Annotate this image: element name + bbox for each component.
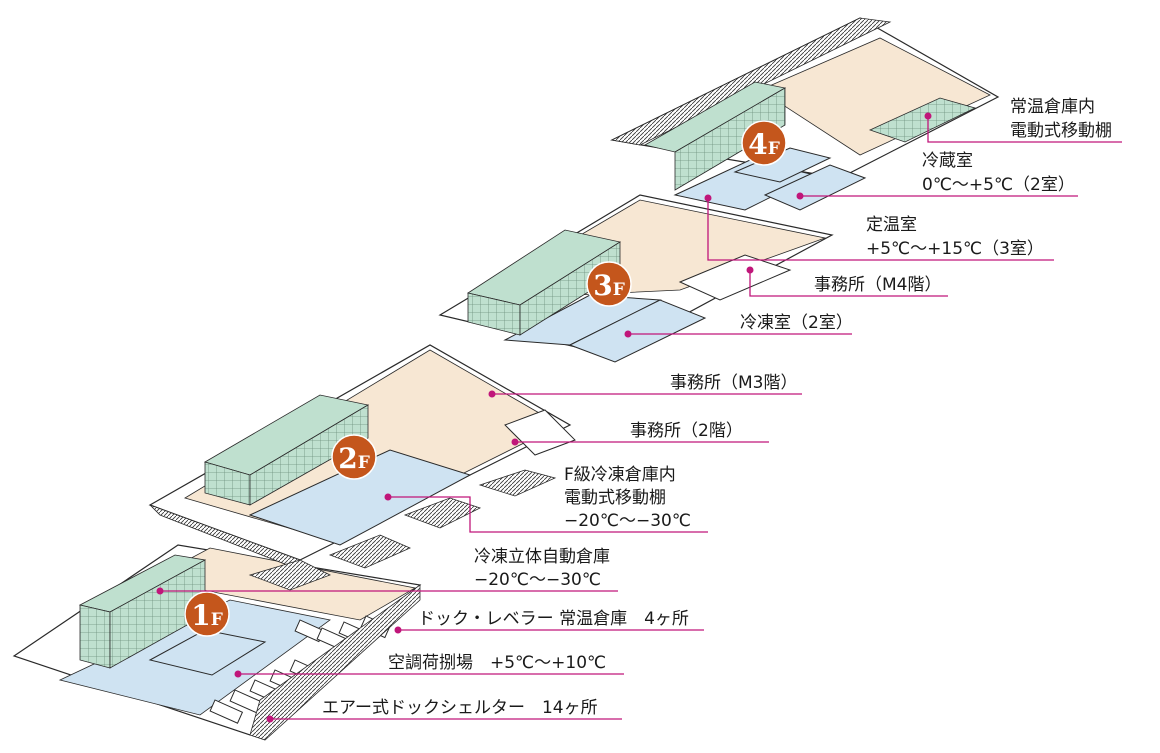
callout-const-temp-line2: +5℃〜+15℃（3室）	[866, 239, 1044, 259]
floor-4f-beige-area	[759, 37, 991, 156]
leader-dot-racks-4f	[924, 112, 932, 120]
floor-1f-rack-front	[79, 604, 111, 669]
callout-dock-shelter: エアー式ドックシェルター 14ヶ所	[322, 698, 598, 718]
leader-dot-dock-leveler	[394, 626, 402, 634]
leader-dot-f-class-racks	[384, 493, 392, 501]
callout-office-m3: 事務所（M3階）	[670, 373, 797, 393]
callout-fridge-line2: 0℃〜+5℃（2室）	[922, 175, 1075, 195]
leader-f-class-racks	[388, 496, 708, 533]
callout-const-temp-line1: 定温室	[866, 215, 917, 235]
callout-handling: 空調荷捌場 +5℃〜+10℃	[388, 653, 606, 673]
floor-1f	[12, 544, 422, 741]
floor-3f	[438, 194, 834, 363]
leader-lines	[160, 116, 1122, 720]
floor-3f-office	[678, 254, 792, 301]
leader-office-m4	[749, 270, 948, 297]
floor-4f	[610, 17, 1000, 211]
floor-badge-2f: 2F	[331, 434, 377, 480]
leader-dots	[156, 112, 932, 723]
svg-text:1F: 1F	[191, 599, 223, 632]
floor-badge-4f: 4F	[741, 120, 787, 166]
floor-2f-rack-side	[249, 404, 369, 506]
svg-text:2F: 2F	[338, 442, 370, 475]
leader-dot-const-temp-4f	[704, 194, 712, 202]
callout-racks-4f-line1: 常温倉庫内	[1010, 97, 1095, 117]
floor-1f-cold-room	[148, 629, 267, 676]
floor-badge-3f: 3F	[586, 261, 632, 307]
callout-f-class-line2: 電動式移動棚	[564, 488, 666, 508]
callout-fridge-line1: 冷蔵室	[922, 151, 973, 171]
callout-dock-leveler: ドック・レベラー 常温倉庫 4ヶ所	[418, 609, 689, 629]
leader-dot-auto-warehouse	[156, 587, 164, 595]
svg-text:4F: 4F	[748, 128, 780, 161]
leader-dot-office-m4	[746, 266, 754, 274]
svg-text:3F: 3F	[593, 269, 625, 302]
callout-freezer-3f: 冷凍室（2室）	[740, 313, 853, 333]
callout-auto-warehouse-line1: 冷凍立体自動倉庫	[474, 547, 610, 567]
leader-dot-fridge-4f	[796, 192, 804, 200]
callout-labels: 常温倉庫内 電動式移動棚 冷蔵室 0℃〜+5℃（2室） 定温室 +5℃〜+15℃…	[322, 97, 1112, 718]
leader-dot-freezer-3f	[624, 330, 632, 338]
leader-dot-office-2f	[511, 438, 519, 446]
floor-badge-1f: 1F	[184, 591, 230, 637]
leader-const-temp-4f	[707, 198, 1054, 261]
leader-dot-office-m3	[488, 390, 496, 398]
callout-office-m4: 事務所（M4階）	[814, 275, 941, 295]
callout-auto-warehouse-line2: −20℃〜−30℃	[474, 570, 601, 590]
callout-racks-4f-line2: 電動式移動棚	[1010, 121, 1112, 141]
leader-dot-handling	[234, 670, 242, 678]
floor-1f-ramp	[249, 584, 421, 741]
callout-f-class-line3: −20℃〜−30℃	[564, 511, 691, 531]
callout-f-class-line1: F級冷凍倉庫内	[564, 465, 676, 485]
floor-2f-office	[504, 409, 576, 456]
floor-4f-mobile-racks	[868, 97, 977, 143]
floor-4f-roof	[610, 17, 892, 146]
floor-4f-cold-b	[763, 164, 867, 211]
callout-office-2f: 事務所（2階）	[630, 421, 743, 441]
floor-2f-ramp-stairs	[248, 469, 557, 591]
floor-4f-rack-side	[674, 87, 786, 191]
floor-3f-freezer-b	[568, 299, 707, 363]
leader-racks-4f	[927, 116, 1122, 143]
leader-dot-dock-shelter	[266, 715, 274, 723]
